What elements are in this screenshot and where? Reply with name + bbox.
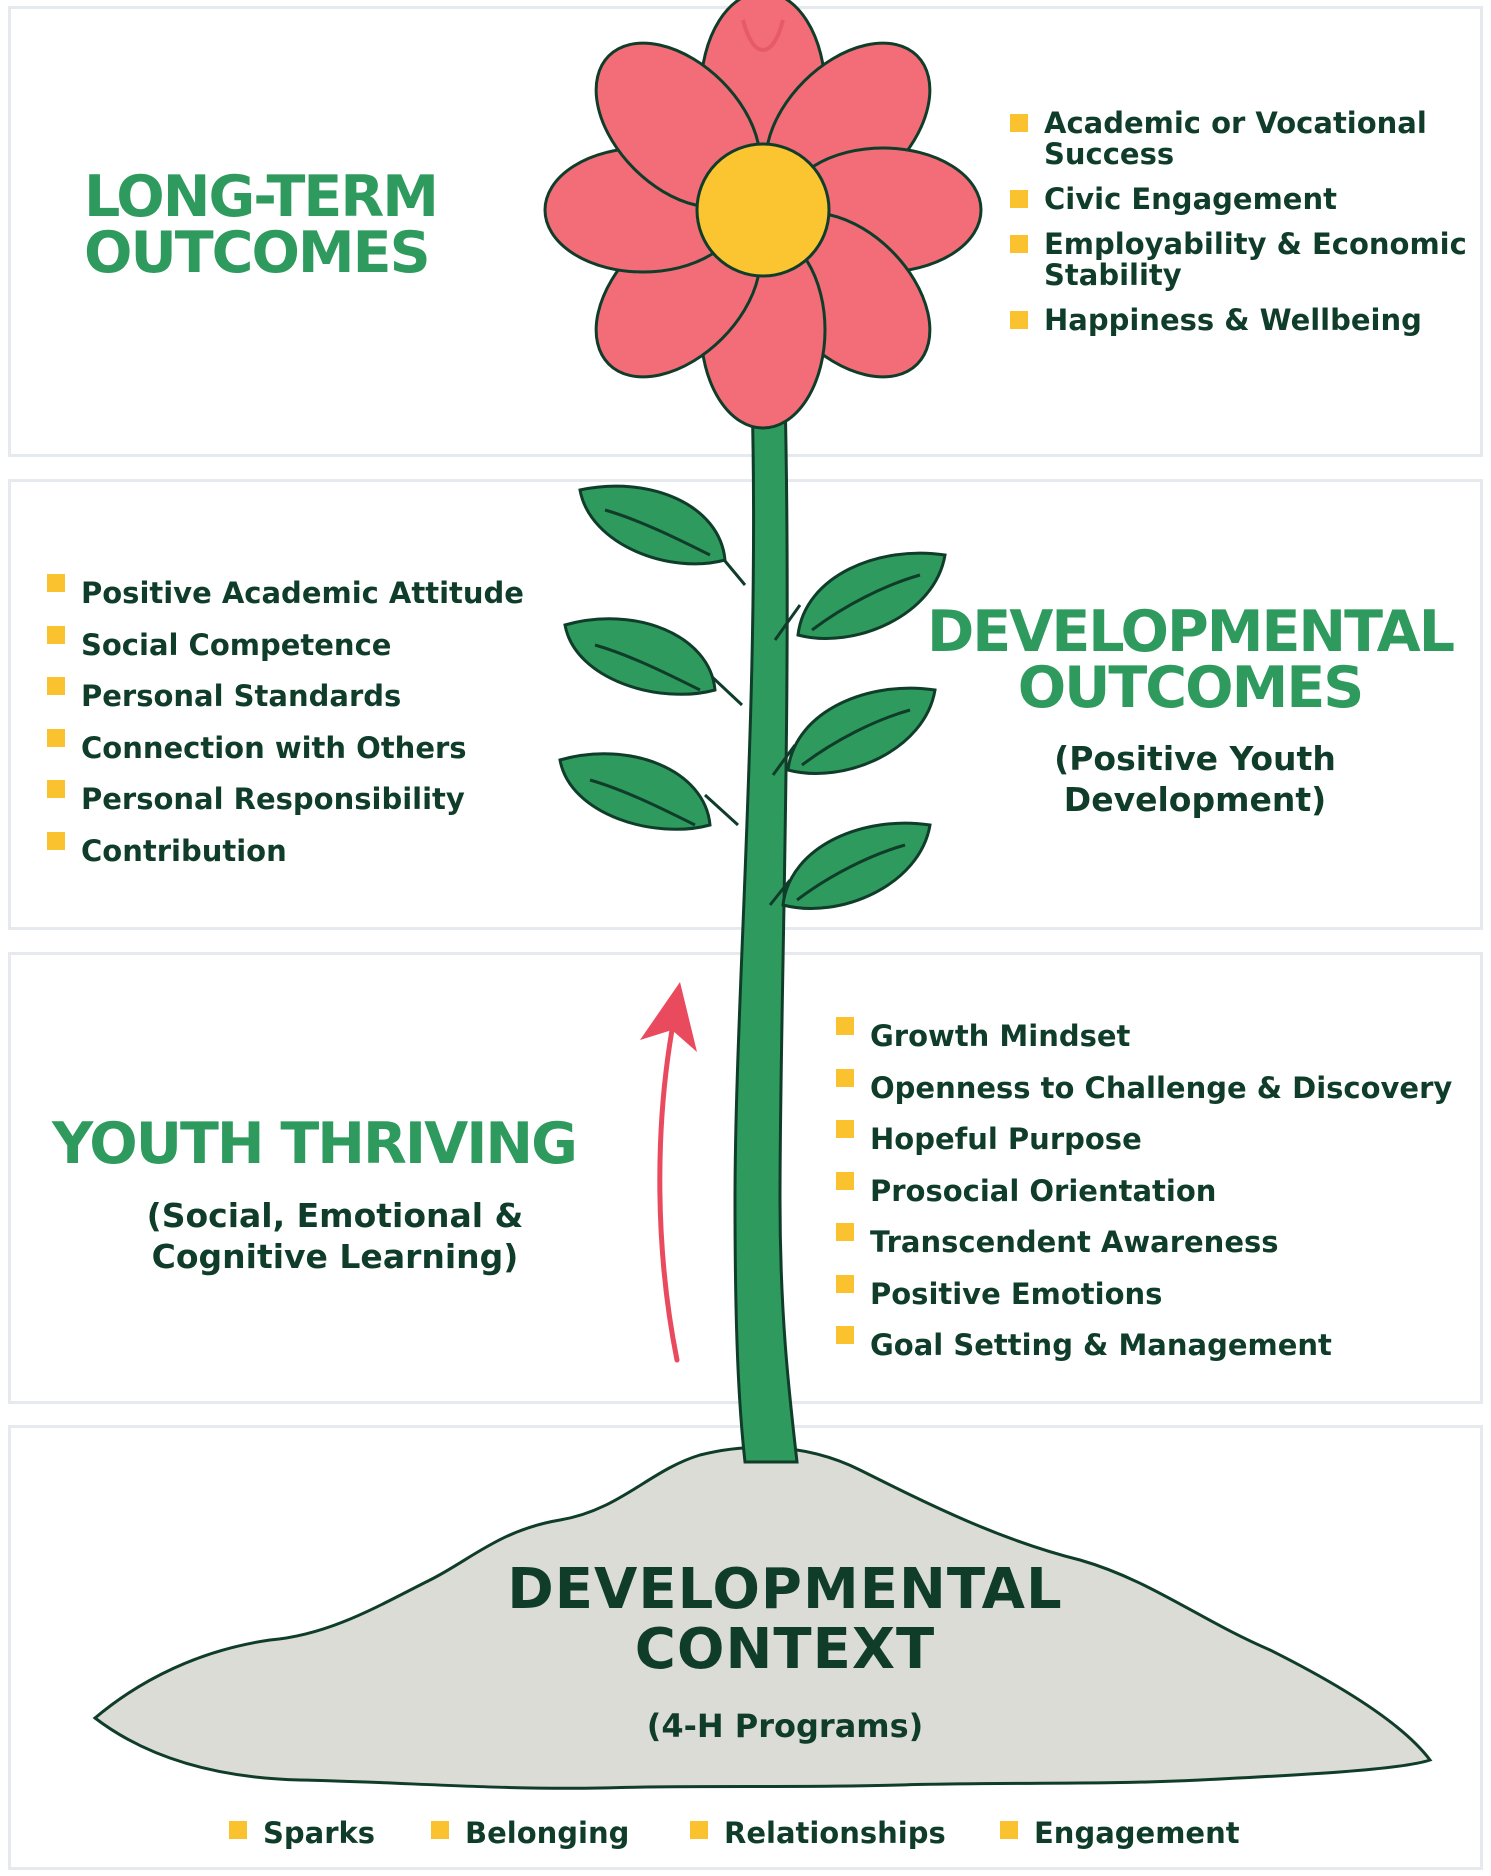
list-item: Goal Setting & Management (836, 1320, 1476, 1372)
list-item: Transcendent Awareness (836, 1217, 1476, 1269)
list-item: Engagement (1000, 1815, 1240, 1851)
stem-icon (733, 393, 799, 1464)
developmental-context-list: Sparks Belonging Relationships Engagemen… (0, 1815, 1491, 1855)
list-item: Personal Responsibility (47, 774, 547, 826)
list-item: Employability & Economic Stability (1010, 229, 1480, 291)
developmental-outcomes-heading: DEVELOPMENTAL OUTCOMES (926, 599, 1455, 721)
long-term-outcomes-heading: LONG-TERM OUTCOMES (84, 164, 439, 286)
list-item: Openness to Challenge & Discovery (836, 1063, 1476, 1115)
list-item: Belonging (431, 1815, 629, 1851)
list-item: Hopeful Purpose (836, 1114, 1476, 1166)
list-item: Connection with Others (47, 723, 547, 775)
growth-arrow-icon (640, 982, 697, 1363)
list-item: Relationships (690, 1815, 946, 1851)
leaf-icon (558, 484, 947, 910)
list-item: Growth Mindset (836, 1011, 1476, 1063)
developmental-context-heading: DEVELOPMENTAL CONTEXT (507, 1557, 1063, 1683)
developmental-context-subtitle: (4-H Programs) (646, 1707, 924, 1745)
soil-mound-icon (92, 1445, 1433, 1790)
list-item: Sparks (229, 1815, 375, 1851)
list-item: Prosocial Orientation (836, 1166, 1476, 1218)
developmental-outcomes-subtitle: (Positive Youth Development) (1054, 739, 1336, 820)
list-item: Personal Standards (47, 671, 547, 723)
list-item: Happiness & Wellbeing (1010, 305, 1480, 336)
youth-thriving-list: Growth Mindset Openness to Challenge & D… (836, 1011, 1476, 1372)
flower-icon (543, 0, 983, 430)
list-item: Social Competence (47, 620, 547, 672)
list-item: Positive Academic Attitude (47, 568, 547, 620)
youth-thriving-heading: YOUTH THRIVING (52, 1111, 578, 1177)
youth-thriving-subtitle: (Social, Emotional & Cognitive Learning) (146, 1196, 524, 1277)
list-item: Academic or Vocational Success (1010, 108, 1480, 170)
list-item: Contribution (47, 826, 547, 878)
developmental-outcomes-list: Positive Academic Attitude Social Compet… (47, 568, 547, 877)
list-item: Positive Emotions (836, 1269, 1476, 1321)
long-term-outcomes-list: Academic or Vocational Success Civic Eng… (1010, 108, 1480, 336)
list-item: Civic Engagement (1010, 184, 1480, 215)
